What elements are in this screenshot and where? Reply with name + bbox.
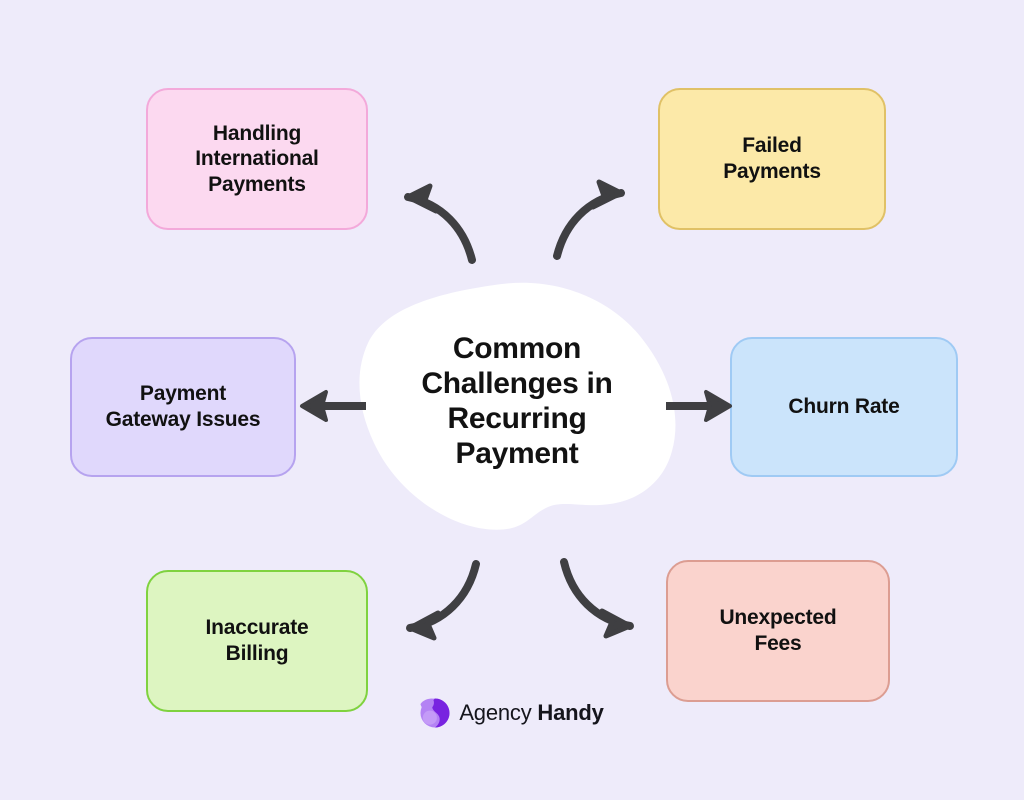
node-inaccurate-billing[interactable]: Inaccurate Billing [146,570,368,712]
curved-arrow-up-left-icon [378,182,484,264]
node-handling-international-payments[interactable]: Handling International Payments [146,88,368,230]
brand-name: Agency Handy [459,700,604,726]
agency-handy-swirl-icon [420,698,450,728]
curved-arrow-up-right-icon [545,178,651,260]
curved-arrow-down-left-icon [382,560,488,641]
brand-name-light: Agency [459,700,532,725]
node-churn-rate[interactable]: Churn Rate [730,337,958,477]
node-failed-payments[interactable]: Failed Payments [658,88,886,230]
center-node: Common Challenges in Recurring Payment [352,281,682,531]
brand-name-bold: Handy [537,700,604,725]
straight-arrow-right-icon [664,386,732,426]
center-title: Common Challenges in Recurring Payment [421,332,613,470]
node-payment-gateway-issues[interactable]: Payment Gateway Issues [70,337,296,477]
node-unexpected-fees[interactable]: Unexpected Fees [666,560,890,702]
brand-logo: Agency Handy [0,698,1024,728]
center-blob-shape [359,282,676,530]
straight-arrow-left-icon [300,386,368,426]
curved-arrow-down-right-icon [552,558,658,639]
